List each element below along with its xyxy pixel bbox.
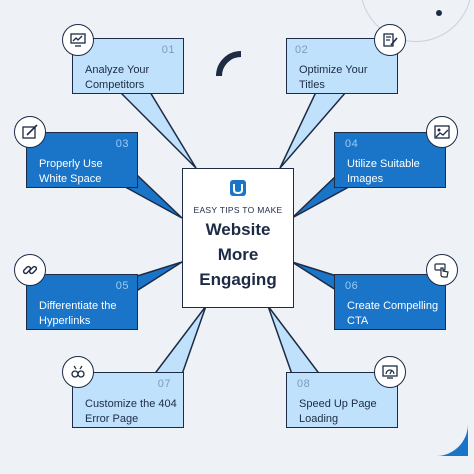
tip-number: 06 [345, 280, 359, 292]
center-title-line-1: Website [205, 220, 271, 239]
tip-label: Analyze Your Competitors [85, 64, 150, 91]
center-title-card: EASY TIPS TO MAKE Website More Engaging [182, 168, 294, 308]
tip-label: Speed Up Page Loading [299, 398, 377, 425]
tip-number: 05 [115, 280, 129, 292]
tip-card-04: 04 Utilize Suitable Images [334, 132, 446, 188]
tip-number: 03 [115, 138, 129, 150]
center-title-line-2: More [217, 245, 259, 264]
tip-number: 02 [295, 44, 309, 56]
pen-tablet-icon [14, 116, 46, 148]
tip-label: Create Compelling CTA [347, 300, 439, 327]
tip-label: Customize the 404 Error Page [85, 398, 177, 425]
tip-label: Differentiate the Hyperlinks [39, 300, 117, 327]
tip-card-06: 06 Create Compelling CTA [334, 274, 446, 330]
edit-document-icon [374, 24, 406, 56]
click-hand-icon [426, 254, 458, 286]
tip-number: 04 [345, 138, 359, 150]
tip-label: Optimize Your Titles [299, 64, 368, 91]
tip-card-05: 05 Differentiate the Hyperlinks [26, 274, 138, 330]
center-title-line-3: Engaging [199, 270, 277, 289]
brand-logo-icon [230, 180, 246, 196]
tip-card-03: 03 Properly Use White Space [26, 132, 138, 188]
tip-number: 01 [161, 44, 175, 56]
tip-number: 08 [297, 378, 311, 390]
link-icon [14, 254, 46, 286]
tip-number: 07 [157, 378, 171, 390]
broken-link-icon [62, 356, 94, 388]
line-chart-monitor-icon [62, 24, 94, 56]
image-icon [426, 116, 458, 148]
speed-monitor-icon [374, 356, 406, 388]
decorative-dot [436, 10, 442, 16]
decorative-arc-bottom-right [436, 424, 468, 456]
tip-label: Utilize Suitable Images [347, 158, 420, 185]
tip-label: Properly Use White Space [39, 158, 103, 185]
decorative-arc-left [216, 51, 242, 77]
center-kicker: EASY TIPS TO MAKE [193, 205, 283, 215]
